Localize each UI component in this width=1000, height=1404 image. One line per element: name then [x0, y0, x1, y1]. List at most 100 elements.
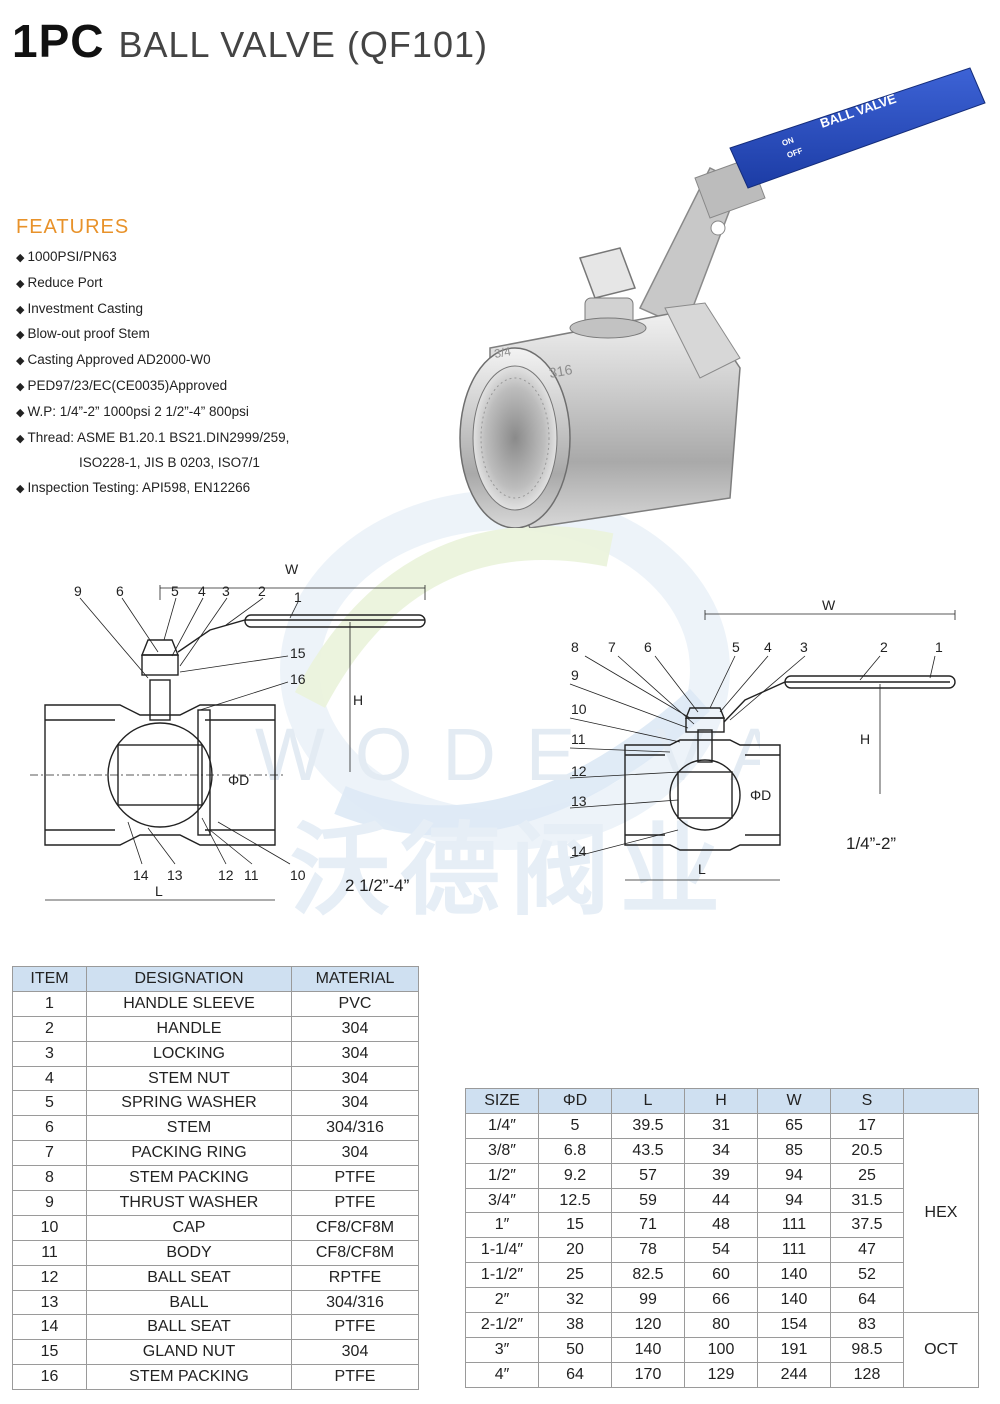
callout-7: 7 [608, 639, 616, 655]
diamond-bullet-icon: ◆ [16, 432, 25, 445]
feature-item: ◆Thread: ASME B1.20.1 BS21.DIN2999/259,I… [16, 426, 356, 477]
callout-14: 14 [571, 843, 587, 859]
callout-3: 3 [800, 639, 808, 655]
header-material: MATERIAL [291, 966, 419, 992]
handle-sleeve: BALL VALVE ON OFF [729, 67, 986, 189]
header-item: ITEM [12, 966, 87, 992]
feature-item: ◆Inspection Testing: API598, EN12266 [16, 480, 251, 496]
callout-16: 16 [290, 671, 306, 687]
dim-phi-d: ΦD [750, 787, 771, 803]
header-w: W [757, 1088, 831, 1114]
product-name: BALL VALVE (QF101) [118, 24, 488, 65]
features-heading: FEATURES [16, 216, 130, 238]
feature-item: ◆1000PSI/PN63 [16, 249, 117, 264]
callout-14: 14 [133, 867, 149, 883]
callout-4: 4 [764, 639, 772, 655]
size-label-small: 1/4”-2” [846, 834, 897, 853]
diamond-bullet-icon: ◆ [16, 329, 25, 342]
diamond-bullet-icon: ◆ [16, 277, 25, 290]
size-label-large: 2 1/2”-4” [345, 876, 410, 895]
callout-8: 8 [571, 639, 579, 655]
dim-l: L [698, 861, 706, 877]
callout-1: 1 [935, 639, 943, 655]
callout-3: 3 [222, 583, 230, 599]
model-code: 1PC [12, 15, 105, 67]
section-drawing-large: 9 6 5 4 3 2 1 15 16 14 13 12 11 10 W H L… [30, 560, 450, 910]
feature-item: ◆Reduce Port [16, 274, 103, 290]
header-shape [903, 1088, 979, 1114]
feature-item: ◆Investment Casting [16, 300, 144, 316]
callout-4: 4 [198, 583, 206, 599]
table-header-row: ITEM DESIGNATION MATERIAL [12, 966, 419, 992]
header-h: H [684, 1088, 758, 1114]
callout-2: 2 [880, 639, 888, 655]
diamond-bullet-icon: ◆ [16, 483, 25, 496]
feature-item: ◆Casting Approved AD2000-W0 [16, 352, 211, 368]
body-mark: 316 [548, 361, 574, 381]
callout-2: 2 [258, 583, 266, 599]
diamond-bullet-icon: ◆ [16, 406, 25, 419]
dim-w: W [285, 561, 299, 577]
header-l: L [611, 1088, 685, 1114]
feature-item: ◆Blow-out proof Stem [16, 326, 150, 342]
hex-cell: HEX [903, 1112, 979, 1314]
callout-10: 10 [571, 701, 587, 717]
header-size: SIZE [465, 1088, 539, 1114]
thread-mark: 3/4 [493, 344, 512, 361]
header-phi-d: ΦD [538, 1088, 612, 1114]
callout-10: 10 [290, 867, 306, 883]
product-photo: BALL VALVE ON OFF 316 3/4 [459, 67, 986, 528]
callout-12: 12 [571, 763, 587, 779]
callout-15: 15 [290, 645, 306, 661]
callout-12: 12 [218, 867, 234, 883]
diamond-bullet-icon: ◆ [16, 355, 25, 368]
feature-item: ◆PED97/23/EC(CE0035)Approved [16, 377, 228, 393]
dim-w: W [822, 600, 836, 613]
callout-6: 6 [116, 583, 124, 599]
diamond-bullet-icon: ◆ [16, 380, 25, 393]
diamond-bullet-icon: ◆ [16, 252, 25, 264]
features-section: FEATURES ◆1000PSI/PN63 ◆Reduce Port ◆Inv… [16, 216, 356, 502]
feature-item-continued: ISO228-1, JIS B 0203, ISO7/1 [79, 455, 260, 471]
page-title: 1PC BALL VALVE (QF101) [12, 14, 488, 68]
callout-5: 5 [732, 639, 740, 655]
dim-l: L [155, 883, 163, 899]
callout-9: 9 [571, 667, 579, 683]
features-list: ◆1000PSI/PN63 ◆Reduce Port ◆Investment C… [16, 245, 356, 502]
table-header-row: SIZE ΦD L H W S [465, 1088, 979, 1114]
callout-13: 13 [571, 793, 587, 809]
callout-11: 11 [244, 867, 259, 883]
header-s: S [830, 1088, 904, 1114]
callout-1: 1 [294, 589, 302, 605]
callout-5: 5 [171, 583, 179, 599]
diamond-bullet-icon: ◆ [16, 303, 25, 316]
callout-11: 11 [571, 731, 586, 747]
